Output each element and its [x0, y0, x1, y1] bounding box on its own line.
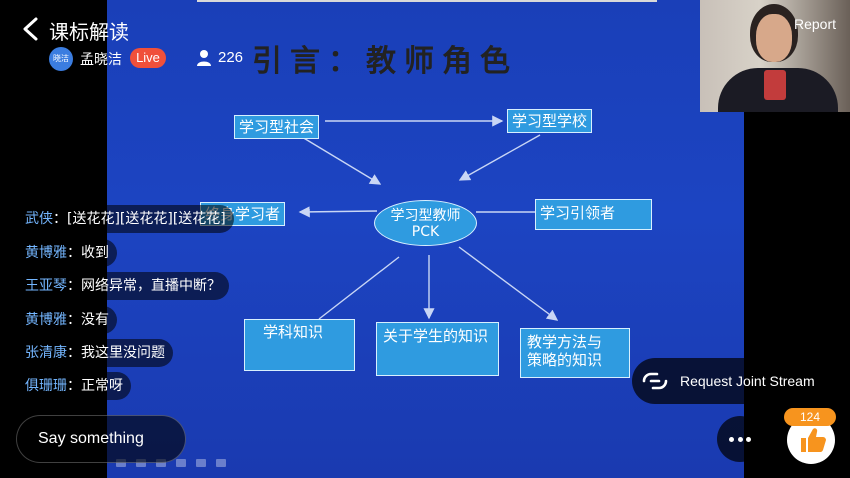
node-teaching-methods-line2: 策略的知识 [527, 351, 603, 369]
chat-username[interactable]: 王亚琴 [25, 278, 67, 294]
arrow-society-to-teacher [296, 133, 382, 185]
arrow-school-to-teacher [458, 134, 541, 181]
joint-stream-icon [642, 372, 668, 390]
chat-username[interactable]: 黄博雅 [25, 312, 67, 328]
shared-slide: 引言：教师角色 学习型社会 学习型学校 终身学习者 学习型教师 PCK 学习引领… [107, 0, 744, 478]
teacher-lanyard [764, 70, 786, 100]
chat-text: 收到 [81, 245, 109, 261]
host-name[interactable]: 孟晓洁 [80, 52, 122, 68]
chat-message: 黄博雅：没有 [17, 306, 117, 334]
node-learning-school: 学习型学校 [507, 109, 593, 133]
node-subject-knowledge: 学科知识 [244, 319, 355, 371]
line-teacher-to-subject [318, 256, 400, 320]
chat-username[interactable]: 武侠 [25, 211, 53, 227]
more-icon[interactable] [717, 416, 763, 462]
node-teaching-methods-line1: 教学方法与 [527, 333, 603, 351]
chat-username[interactable]: 张清康 [25, 345, 67, 361]
host-avatar[interactable]: 晓洁 [49, 47, 73, 71]
node-learning-society: 学习型社会 [234, 115, 320, 139]
chat-message: 王亚琴：网络异常，直播中断？ [17, 272, 229, 300]
report-button[interactable]: Report [793, 16, 836, 32]
teacher-face [756, 14, 792, 62]
chat-username[interactable]: 俱珊珊 [25, 378, 67, 394]
back-arrow-icon[interactable] [20, 16, 42, 42]
like-count: 124 [784, 408, 836, 426]
viewer-count: 226 [218, 49, 244, 66]
room-title: 课标解读 [49, 20, 129, 44]
arrow-teacher-to-methods [458, 246, 559, 321]
node-learning-teacher-line1: 学习型教师 [390, 208, 461, 224]
arrow-teacher-to-lifelong [298, 206, 378, 218]
node-learning-teacher: 学习型教师 PCK [374, 200, 477, 246]
chat-message: 武侠：[送花花][送花花][送花花] [17, 205, 234, 233]
user-icon [197, 50, 211, 66]
chat-text: 网络异常，直播中断？ [81, 278, 221, 294]
node-teaching-methods: 教学方法与 策略的知识 [520, 328, 630, 378]
diagram-arrows [296, 115, 559, 321]
chat-message: 黄博雅：收到 [17, 239, 117, 267]
chat-text: 没有 [81, 312, 109, 328]
chat-text: 我这里没问题 [81, 345, 165, 361]
chat-username[interactable]: 黄博雅 [25, 245, 67, 261]
slide-title: 引言：教师角色 [252, 44, 518, 79]
chat-message: 俱珊珊：正常呀 [17, 372, 131, 400]
chat-text: [送花花][送花花][送花花] [67, 211, 226, 227]
node-learning-teacher-line2: PCK [411, 224, 440, 240]
chat-message: 张清康：我这里没问题 [17, 339, 173, 367]
chat-text: 正常呀 [81, 378, 123, 394]
joint-stream-label: Request Joint Stream [680, 373, 815, 389]
teacher-camera-feed: Report [700, 0, 850, 112]
node-learning-leader: 学习引领者 [535, 199, 652, 230]
comment-input[interactable]: Say something [16, 415, 186, 463]
thumbs-up-icon [801, 428, 826, 452]
slide-divider [197, 0, 657, 2]
node-student-knowledge: 关于学生的知识 [376, 322, 499, 376]
live-badge: Live [130, 48, 166, 68]
